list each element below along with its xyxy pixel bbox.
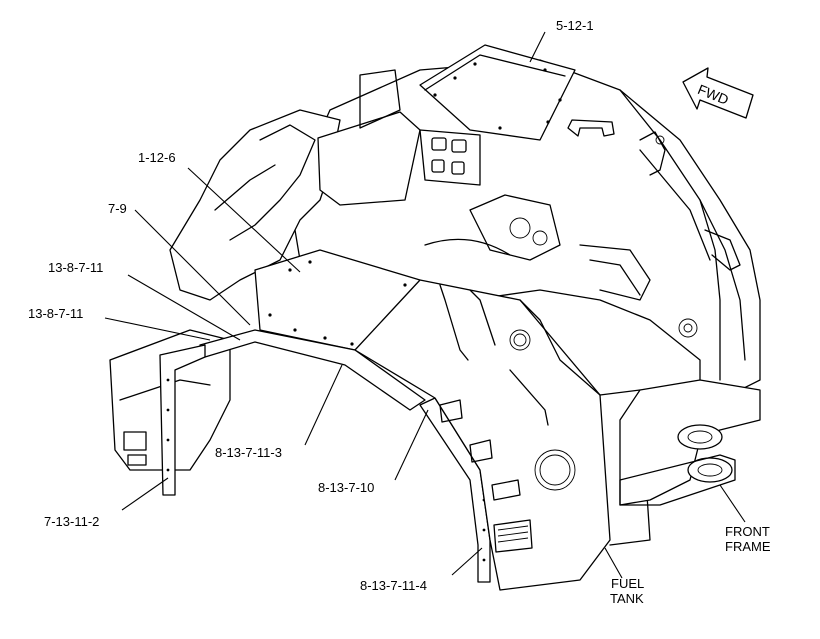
callout-8-13-7-10: 8-13-7-10	[318, 480, 374, 495]
callout-5-12-1: 5-12-1	[556, 18, 594, 33]
leader-7-13-11-2	[121, 477, 169, 511]
front-frame-label-line2: FRAME	[725, 539, 771, 554]
upper-right-details	[567, 119, 741, 338]
center-mechanism	[424, 194, 651, 301]
fuel-tank-label-line1: FUEL	[611, 576, 644, 591]
front-frame-label-line1: FRONT	[725, 524, 770, 539]
callout-13-8-7-11-b: 13-8-7-11	[28, 306, 83, 321]
top-cover-plate	[317, 44, 576, 206]
leader-5-12-1	[529, 31, 546, 63]
leader-8-13-7-10	[394, 409, 429, 481]
leader-7-9	[134, 209, 251, 326]
callout-1-12-6: 1-12-6	[138, 150, 176, 165]
leader-front-frame	[719, 484, 746, 523]
side-strip-plates	[159, 329, 491, 583]
leader-lines	[104, 31, 746, 579]
front-frame	[619, 379, 761, 506]
callout-7-9: 7-9	[108, 201, 127, 216]
fwd-arrow-icon	[682, 67, 754, 119]
leader-1-12-6	[187, 167, 301, 273]
leader-8-13-7-11-3	[304, 364, 343, 446]
callout-13-8-7-11-a: 13-8-7-11	[48, 260, 103, 275]
fuel-tank-body	[354, 279, 651, 591]
fuel-tank-label-line2: TANK	[610, 591, 644, 606]
leader-8-13-7-11-4	[451, 547, 483, 576]
callout-7-13-11-2: 7-13-11-2	[44, 514, 99, 529]
callout-8-13-7-11-4: 8-13-7-11-4	[360, 578, 427, 593]
leader-13-8-7-11-b	[104, 317, 211, 341]
callout-8-13-7-11-3: 8-13-7-11-3	[215, 445, 282, 460]
leader-13-8-7-11-a	[127, 274, 241, 341]
leader-fuel-tank	[604, 547, 623, 579]
